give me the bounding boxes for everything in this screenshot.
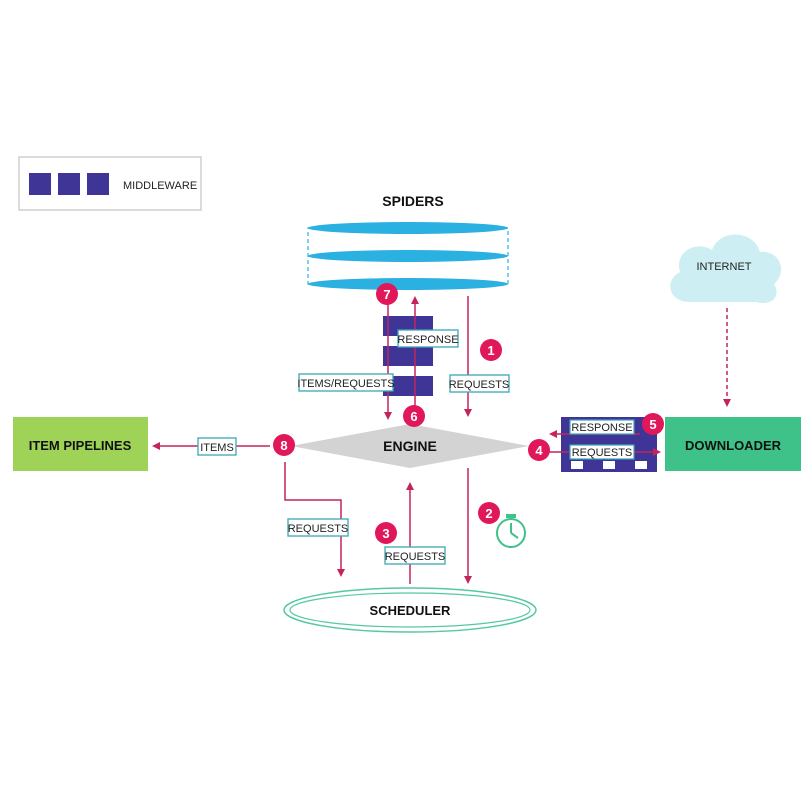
step-circle-6 (403, 405, 425, 427)
spider-disc (308, 278, 508, 290)
step-markers: 1 2 3 4 5 6 7 8 (273, 283, 664, 544)
label-response-spider: RESPONSE (397, 334, 458, 346)
internet-label: INTERNET (697, 261, 752, 273)
downloader-title: DOWNLOADER (685, 438, 782, 453)
label-response-downloader: RESPONSE (571, 422, 632, 434)
legend-label: MIDDLEWARE (123, 180, 197, 192)
step-number: 2 (485, 506, 492, 521)
label-requests-pipeline: REQUESTS (288, 523, 349, 535)
flow-labels: RESPONSE ITEMS/REQUESTS REQUESTS ITEMS R… (197, 329, 635, 565)
spider-middleware (383, 316, 433, 396)
item-pipelines-component: ITEM PIPELINES (13, 417, 148, 471)
arrow-requests-scheduler (284, 462, 345, 577)
engine-title: ENGINE (383, 438, 437, 454)
legend-middleware-block (87, 173, 109, 195)
step-number: 6 (410, 409, 417, 424)
legend: MIDDLEWARE (18, 156, 202, 211)
spiders-component: SPIDERS (307, 193, 509, 290)
step-circle-1 (480, 339, 502, 361)
step-circle-5 (642, 413, 664, 435)
step-number: 7 (383, 287, 390, 302)
legend-middleware-block (29, 173, 51, 195)
legend-middleware-block (58, 173, 80, 195)
step-circle-4 (528, 439, 550, 461)
item-pipelines-title: ITEM PIPELINES (29, 438, 132, 453)
step-number: 8 (280, 438, 287, 453)
internet-cloud: INTERNET (670, 234, 782, 304)
downloader-component: DOWNLOADER (665, 417, 801, 471)
step-number: 5 (649, 417, 656, 432)
label-requests-downloader: REQUESTS (572, 447, 633, 459)
timer-icon (496, 514, 526, 548)
step-circle-7 (376, 283, 398, 305)
label-requests-spider: REQUESTS (449, 379, 510, 391)
step-circle-8 (273, 434, 295, 456)
step-circle-2 (478, 502, 500, 524)
scheduler-title: SCHEDULER (370, 603, 452, 618)
step-circle-3 (375, 522, 397, 544)
spiders-title: SPIDERS (382, 193, 443, 209)
step-number: 3 (382, 526, 389, 541)
engine-component: ENGINE (291, 424, 529, 468)
step-number: 1 (487, 343, 494, 358)
label-items: ITEMS (200, 442, 234, 454)
step-number: 4 (535, 443, 543, 458)
spider-disc (308, 222, 508, 234)
spider-disc (308, 250, 508, 262)
label-items-requests: ITEMS/REQUESTS (297, 378, 394, 390)
scheduler-component: SCHEDULER (283, 587, 537, 633)
label-requests-scheduler: REQUESTS (385, 551, 446, 563)
